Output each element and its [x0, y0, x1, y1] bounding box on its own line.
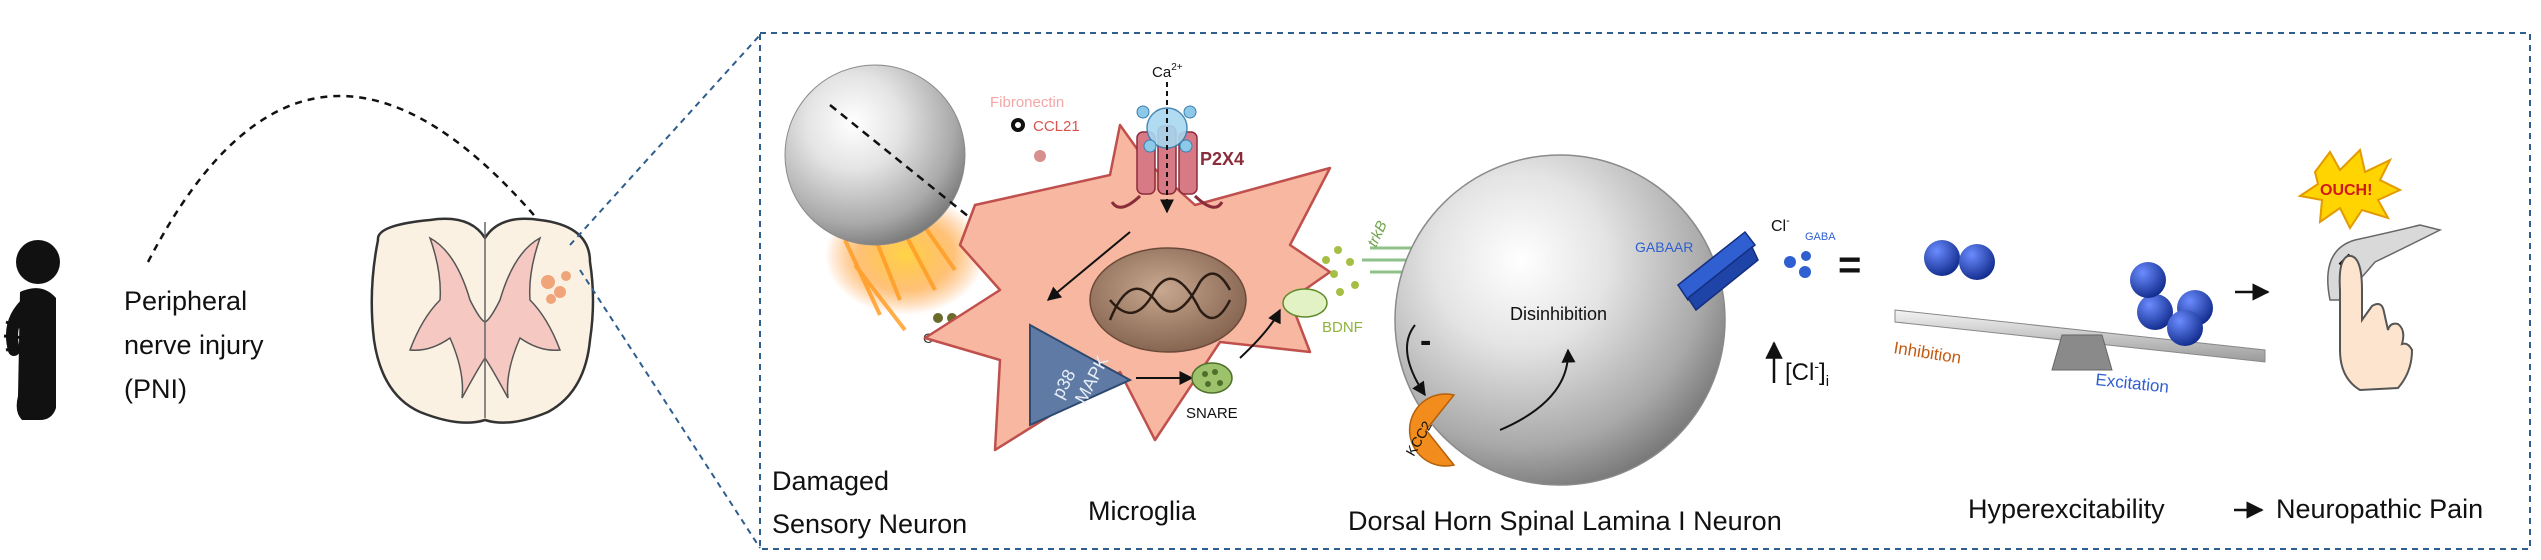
gaba-label: GABA: [1805, 231, 1836, 243]
fibronectin-label: Fibronectin: [990, 94, 1064, 111]
inhibition-minus-sign: -: [1420, 322, 1431, 360]
intracellular-chloride-label: [Cl-]i: [1785, 358, 1829, 390]
damaged-sensory-neuron-sphere: [784, 64, 966, 246]
excitation-label: Excitation: [2095, 370, 2170, 397]
ouch-burst-icon: OUCH!: [2297, 148, 2403, 230]
pni-label-line2: nerve injury: [124, 330, 264, 360]
pni-label-line3: (PNI): [124, 374, 187, 404]
inhibition-label: Inhibition: [1892, 338, 1962, 367]
bdnf-vesicle: [1282, 288, 1328, 318]
pni-label-line1: Peripheral: [124, 286, 247, 316]
ouch-label: OUCH!: [2320, 182, 2372, 199]
bdnf-label: BDNF: [1322, 319, 1363, 336]
equals-sign: =: [1838, 243, 1861, 287]
disinhibition-label: Disinhibition: [1510, 304, 1607, 324]
seesaw-balance: [1894, 240, 2266, 371]
gabaar-label: GABAAR: [1635, 239, 1693, 255]
snare-vesicle: [1191, 362, 1233, 394]
damaged-sensory-neuron-label-line2: Sensory Neuron: [772, 509, 967, 539]
dorsal-horn-neuron-sphere: [1394, 154, 1726, 486]
chloride-label: Cl-: [1771, 215, 1790, 235]
neuropathic-pain-label: Neuropathic Pain: [2276, 494, 2483, 524]
snare-label: SNARE: [1186, 405, 1238, 422]
finger-pain-icon: [2327, 224, 2443, 392]
damaged-sensory-neuron-label-line1: Damaged: [772, 466, 889, 496]
hyperexcitability-label: Hyperexcitability: [1968, 494, 2165, 524]
gabaar-channel: [1676, 230, 1759, 312]
signal-arc-arrow: [146, 94, 574, 264]
person-icon: [3, 240, 60, 420]
zoom-panel-border: [759, 32, 2531, 550]
p2x4-label: P2X4: [1200, 149, 1244, 169]
spinal-cord-cross-section: [370, 217, 595, 424]
calcium-label: Ca2+: [1152, 62, 1183, 81]
trkb-label: trkB: [1364, 218, 1391, 249]
dorsal-horn-neuron-label: Dorsal Horn Spinal Lamina I Neuron: [1348, 506, 1782, 536]
microglia-nucleus: [1089, 247, 1247, 353]
ccl21-label: CCL21: [1033, 118, 1080, 135]
microglia-label: Microglia: [1088, 496, 1197, 526]
